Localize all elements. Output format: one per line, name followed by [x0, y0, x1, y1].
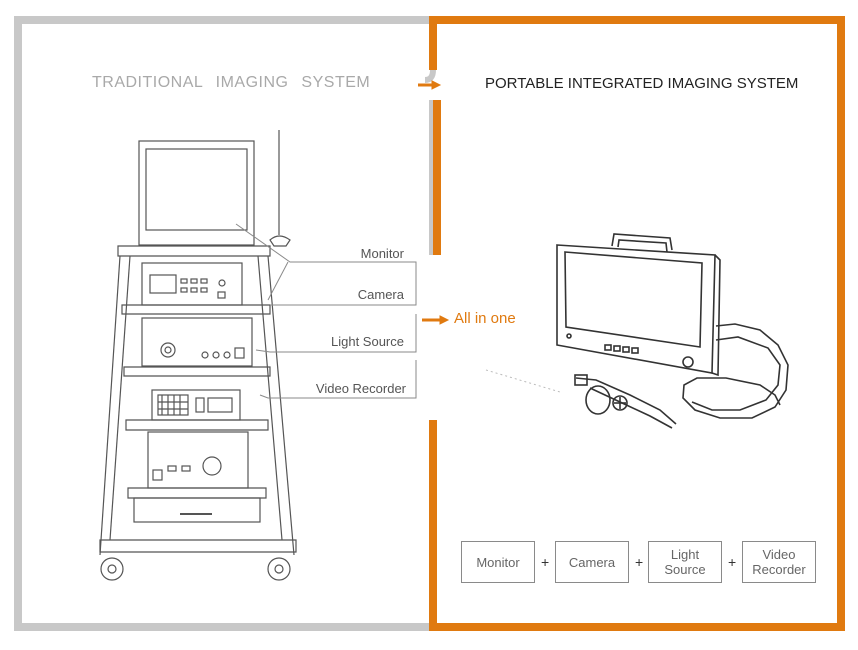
plus-sign: +: [635, 554, 644, 570]
component-box-monitor: Monitor: [461, 541, 535, 583]
traditional-cart: [99, 130, 297, 581]
portable-system-title: PORTABLE INTEGRATED IMAGING SYSTEM: [485, 75, 799, 92]
plus-sign: +: [541, 554, 550, 570]
component-box-video-recorder: Video Recorder: [742, 541, 816, 583]
portable-monitor: [556, 233, 789, 429]
traditional-system-title: TRADITIONAL IMAGING SYSTEM: [92, 74, 371, 91]
all-in-one-label: All in one: [454, 310, 516, 327]
all-in-one-arrow: [422, 315, 450, 325]
component-box-light-source: Light Source: [648, 541, 722, 583]
callout-lines: [235, 223, 417, 399]
label-monitor: Monitor: [360, 246, 404, 261]
dashed-pointer: [485, 369, 561, 393]
right-frame: [429, 16, 845, 631]
left-frame: [14, 16, 437, 631]
component-box-camera: Camera: [555, 541, 629, 583]
label-camera: Camera: [357, 287, 404, 302]
label-light-source: Light Source: [331, 334, 404, 349]
title-arrow: [418, 80, 442, 90]
plus-sign: +: [728, 554, 737, 570]
label-video-recorder: Video Recorder: [315, 381, 406, 396]
